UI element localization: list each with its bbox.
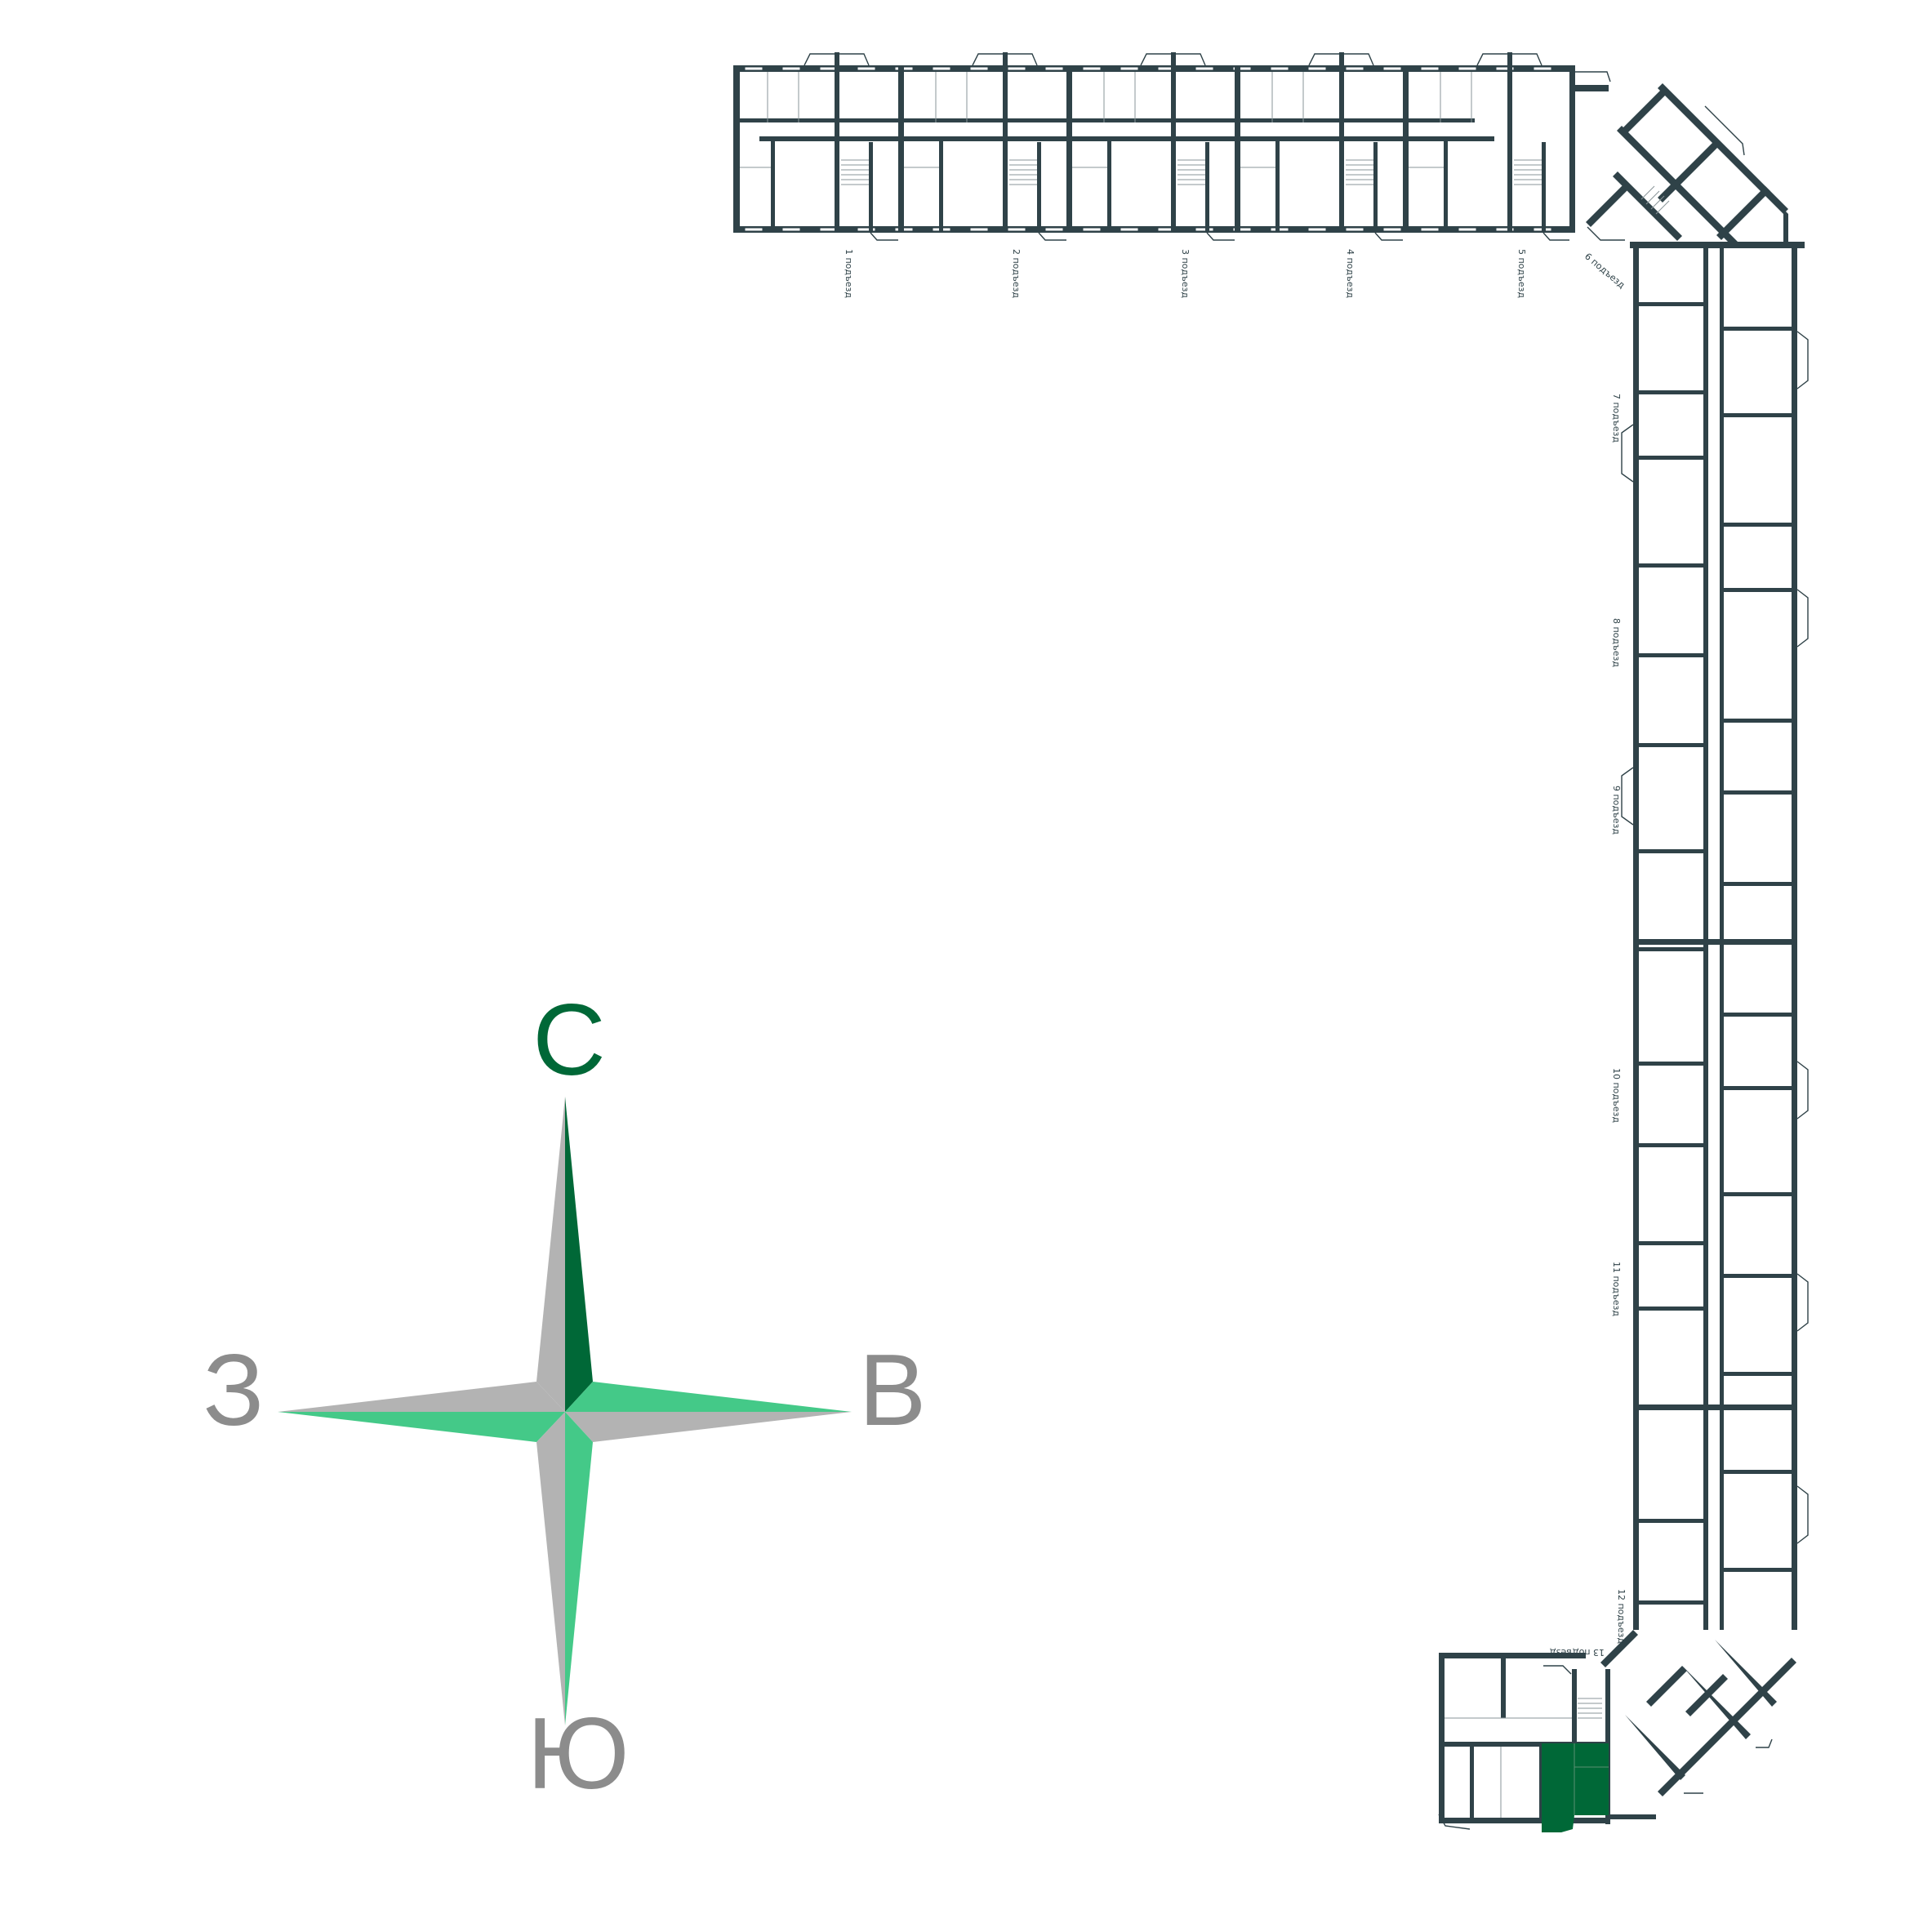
- entrance-label: 10 подъезд: [1611, 1068, 1622, 1123]
- entrance-label: 9 подъезд: [1611, 786, 1622, 835]
- entrance-label: 11 подъезд: [1611, 1262, 1622, 1316]
- entrance-label: 3 подъезд: [1180, 249, 1191, 298]
- compass-rose: С В З Ю: [203, 984, 927, 1810]
- entrance-label: 8 подъезд: [1611, 618, 1622, 667]
- entrance-label: 6 подъезд: [1583, 251, 1627, 291]
- northeast-corner-section: [1574, 71, 1805, 248]
- compass-west-label: З: [203, 1334, 265, 1447]
- compass-south-label: Ю: [527, 1698, 629, 1810]
- entrance-labels: 1 подъезд 2 подъезд 3 подъезд 4 подъезд 5 по…: [844, 249, 1627, 1658]
- entrance-label: 12 подъезд: [1616, 1589, 1627, 1644]
- entrance-label: 4 подъезд: [1345, 249, 1356, 298]
- compass-north-label: С: [532, 984, 606, 1097]
- entrance-label: 13 подъезд: [1550, 1647, 1605, 1658]
- southeast-corner-section: [1600, 1630, 1796, 1819]
- north-wing: [733, 52, 1575, 241]
- entrance-label: 5 подъезд: [1516, 249, 1527, 298]
- selected-apartment[interactable]: [1542, 1743, 1609, 1832]
- entrance-label: 1 подъезд: [844, 249, 854, 298]
- entrance-label: 7 подъезд: [1611, 394, 1622, 443]
- entrance-label: 2 подъезд: [1011, 249, 1022, 298]
- east-wing: [1621, 242, 1809, 1630]
- compass-east-label: В: [859, 1334, 927, 1447]
